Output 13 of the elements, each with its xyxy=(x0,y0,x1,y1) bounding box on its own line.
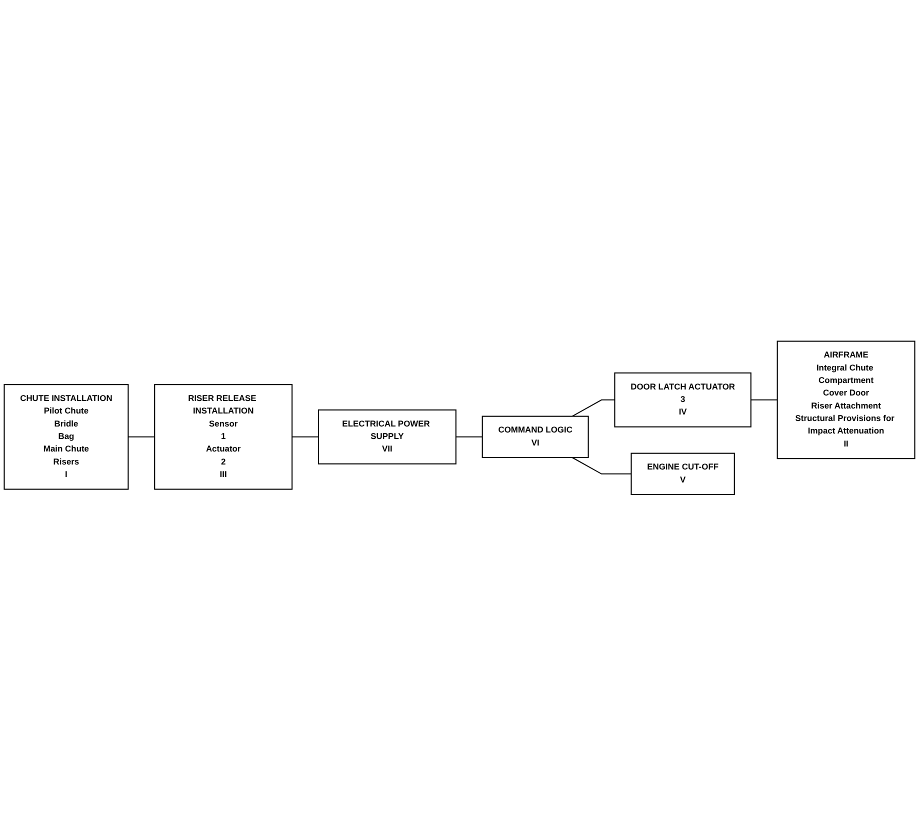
node-box: ELECTRICAL POWER SUPPLY VII xyxy=(318,409,456,464)
node-box: CHUTE INSTALLATION Pilot Chute Bridle Bag Main Chute Risers I xyxy=(4,384,129,490)
connector xyxy=(750,399,778,400)
connector xyxy=(572,399,615,416)
node-box: RISER RELEASE INSTALLATION Sensor 1 Actuator 2 III xyxy=(154,384,293,490)
node-box: COMMAND LOGIC VI xyxy=(482,415,589,458)
node-box: ENGINE CUT-OFF V xyxy=(630,452,735,495)
connector xyxy=(456,436,482,438)
connector xyxy=(292,436,318,438)
node-box: DOOR LATCH ACTUATOR 3 IV xyxy=(614,372,752,428)
connector xyxy=(128,436,155,438)
node-box: AIRFRAME Integral Chute Compartment Cover Door Riser Attachment Structural Provisions for Impact Attenuation II xyxy=(776,340,916,459)
connector xyxy=(572,456,632,474)
